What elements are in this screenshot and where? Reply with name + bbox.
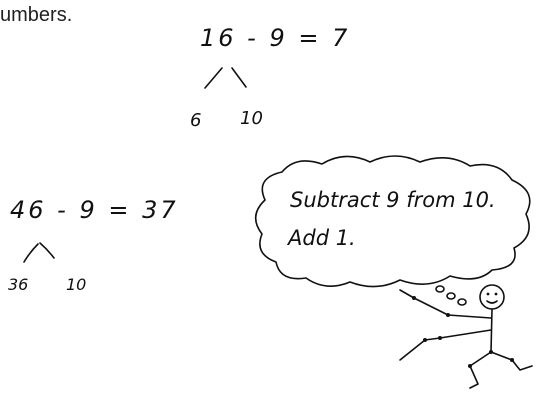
stick-figure-leg-left (469, 351, 492, 389)
thought-bubble-3 (457, 298, 467, 306)
joint-dot (489, 350, 493, 354)
stick-figure-arm-upper (399, 289, 492, 319)
split-part-6: 6 (190, 110, 202, 131)
stick-figure-leg-right (490, 351, 533, 371)
stick-figure-eye-left (486, 292, 490, 296)
thought-bubble-1 (435, 285, 445, 293)
thought-line-2: Add 1. (288, 226, 356, 250)
split-part-10: 10 (240, 108, 263, 129)
stick-figure-head (479, 284, 505, 310)
joint-dot (510, 358, 514, 362)
cut-off-text: umbers. (0, 4, 73, 26)
thought-line-1: Subtract 9 from 10. (290, 188, 496, 212)
split-line-left-2 (23, 243, 39, 263)
stick-figure-smile (486, 300, 498, 304)
joint-dot (423, 338, 427, 342)
joint-dot (412, 296, 416, 300)
joint-dot (446, 313, 450, 317)
stick-figure-body (490, 308, 493, 353)
joint-dot (468, 364, 472, 368)
split-line-right-1 (231, 67, 247, 88)
thought-cloud (254, 155, 531, 288)
stick-figure-arm-lower (399, 329, 492, 361)
split-line-left-1 (204, 67, 223, 89)
equation-46-minus-9: 46 - 9 = 37 (10, 196, 179, 224)
joint-dot (438, 336, 442, 340)
split-line-right-2 (39, 242, 55, 259)
split-part-10-second: 10 (66, 275, 87, 294)
stick-figure-eye-right (494, 292, 498, 296)
split-part-36: 36 (8, 275, 29, 294)
equation-16-minus-9: 16 - 9 = 7 (200, 24, 351, 52)
thought-bubble-2 (446, 292, 456, 300)
